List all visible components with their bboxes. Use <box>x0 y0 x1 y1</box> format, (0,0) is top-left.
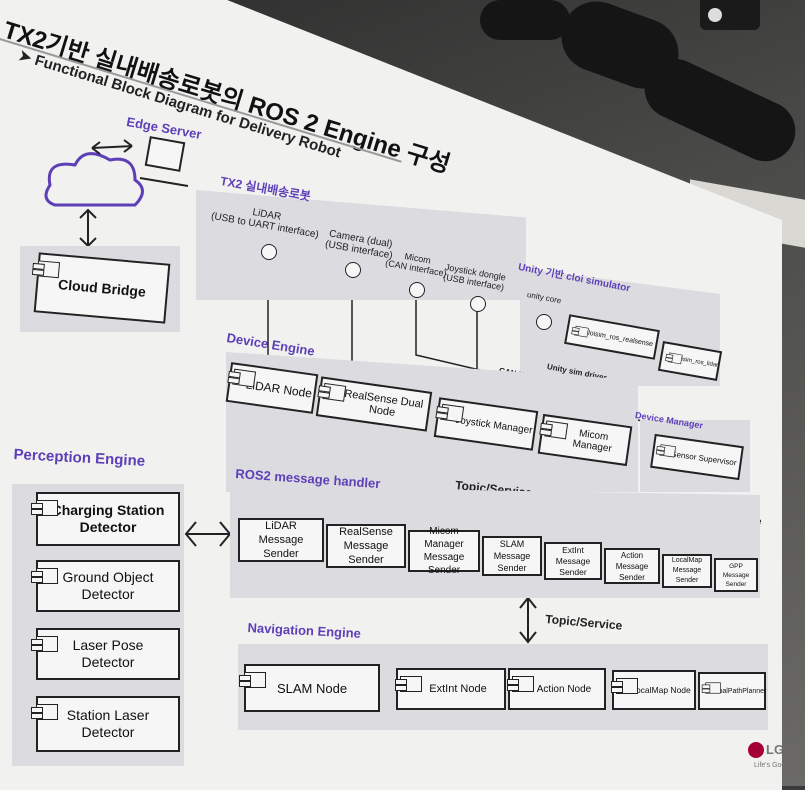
lidar-node-label: LiDAR Node <box>244 377 313 401</box>
component-icon <box>395 676 422 692</box>
component-icon <box>239 672 266 688</box>
slam-message-sender: SLAM Message Sender <box>482 536 542 576</box>
ground-object-line2: Detector <box>81 586 135 602</box>
lg-logo-mark <box>748 742 764 758</box>
station-laser-line1: Station Laser <box>66 707 150 723</box>
laser-pose-line1: Laser Pose <box>72 637 144 653</box>
sender-title: GPP <box>729 562 743 570</box>
unity-core-port <box>536 314 552 330</box>
component-icon <box>574 325 589 338</box>
sender-title: LocalMap <box>671 557 703 564</box>
sender-subtitle: Message Sender <box>555 555 591 577</box>
cloisim-realsense-label: cloisim_ros_realsense <box>584 328 654 348</box>
ground-object-detector-label: Ground Object Detector <box>62 569 153 603</box>
extint-node-label: ExtInt Node <box>429 683 487 695</box>
component-icon <box>440 403 465 423</box>
cloud-laptop-arrow <box>91 139 133 155</box>
sender-title: SLAM <box>499 539 525 549</box>
globalpathplanner-node: GlobalPathPlanner <box>698 672 766 710</box>
laptop-base <box>139 177 189 187</box>
sender-subtitle: Message Sender <box>672 567 702 584</box>
component-icon <box>611 678 638 694</box>
lg-logo: LG Life's Good <box>748 740 790 780</box>
camera-interface-port <box>345 262 361 278</box>
component-icon <box>507 676 534 692</box>
component-icon <box>31 704 58 720</box>
component-icon <box>701 682 721 694</box>
localmap-node: LocalMap Node <box>611 670 696 710</box>
slam-node: SLAM Node <box>239 664 380 712</box>
cloud-bridge-arrow <box>79 208 97 248</box>
slam-node-label: SLAM Node <box>276 680 348 696</box>
charging-station-detector-label: Charging Station Detector <box>52 502 165 536</box>
component-icon <box>31 500 58 516</box>
micom-manager-label: Micom Manager <box>571 428 613 455</box>
lg-logo-brand: LG <box>766 742 785 757</box>
ceiling-pipe <box>480 0 570 40</box>
ground-object-line1: Ground Object <box>62 569 154 585</box>
charging-station-line2: Detector <box>79 519 137 535</box>
projector-lens <box>708 8 722 22</box>
sender-subtitle: Message Sender <box>722 571 750 588</box>
handler-navigation-arrow <box>519 596 537 644</box>
action-node: Action Node <box>507 668 606 710</box>
realsense-dual-node-label: RealSense Dual Node <box>343 387 424 419</box>
component-icon <box>659 444 676 458</box>
component-icon <box>322 382 347 402</box>
extint-node: ExtInt Node <box>395 668 506 710</box>
perception-handler-arrow <box>184 521 232 547</box>
sender-title: ExtInt <box>562 544 584 555</box>
action-node-label: Action Node <box>536 683 592 695</box>
lg-logo-tagline: Life's Good <box>754 762 790 769</box>
laptop-icon <box>144 136 186 172</box>
sender-subtitle: Message Sender <box>493 551 531 573</box>
sender-subtitle: Message Sender <box>423 552 465 576</box>
sensor-supervisor-label: Sensor Supervisor <box>670 448 738 468</box>
laser-pose-detector-node: Laser Pose Detector <box>31 628 180 680</box>
joystick-manager-label: Joystick Manager <box>454 414 534 436</box>
component-icon <box>232 368 257 388</box>
component-icon <box>36 260 61 279</box>
globalpathplanner-label: GlobalPathPlanner <box>707 687 767 695</box>
micom-interface-port <box>409 282 425 298</box>
component-icon <box>544 420 569 440</box>
station-laser-detector-node: Station Laser Detector <box>31 696 180 752</box>
component-icon <box>31 568 58 584</box>
laser-pose-detector-label: Laser Pose Detector <box>73 637 144 671</box>
lidar-message-sender: LiDAR Message Sender <box>238 518 324 562</box>
charging-station-line1: Charging Station <box>51 502 165 518</box>
laser-pose-line2: Detector <box>81 654 135 670</box>
ceiling-pipe <box>634 49 805 171</box>
component-icon <box>667 352 683 365</box>
station-laser-line2: Detector <box>81 724 135 740</box>
cloud-icon <box>44 152 144 207</box>
sender-title: Action <box>620 550 644 560</box>
sender-subtitle: Message Sender <box>258 534 304 560</box>
localmap-node-label: LocalMap Node <box>631 685 691 695</box>
cloud-bridge-label: Cloud Bridge <box>57 276 147 300</box>
ground-object-detector-node: Ground Object Detector <box>31 560 180 612</box>
sender-subtitle: Message Sender <box>343 540 389 566</box>
charging-station-detector-node: Charging Station Detector <box>31 492 180 546</box>
cloud-bridge-node: Cloud Bridge <box>33 252 171 324</box>
lidar-interface-port <box>261 244 277 260</box>
joystick-interface-port <box>470 296 486 312</box>
sender-subtitle: Message Sender <box>615 561 649 582</box>
station-laser-detector-label: Station Laser Detector <box>67 707 150 741</box>
component-icon <box>31 636 58 652</box>
sender-title: RealSense <box>339 526 393 538</box>
sender-title: LiDAR <box>265 520 297 532</box>
sender-title: Micom Manager <box>424 526 464 550</box>
